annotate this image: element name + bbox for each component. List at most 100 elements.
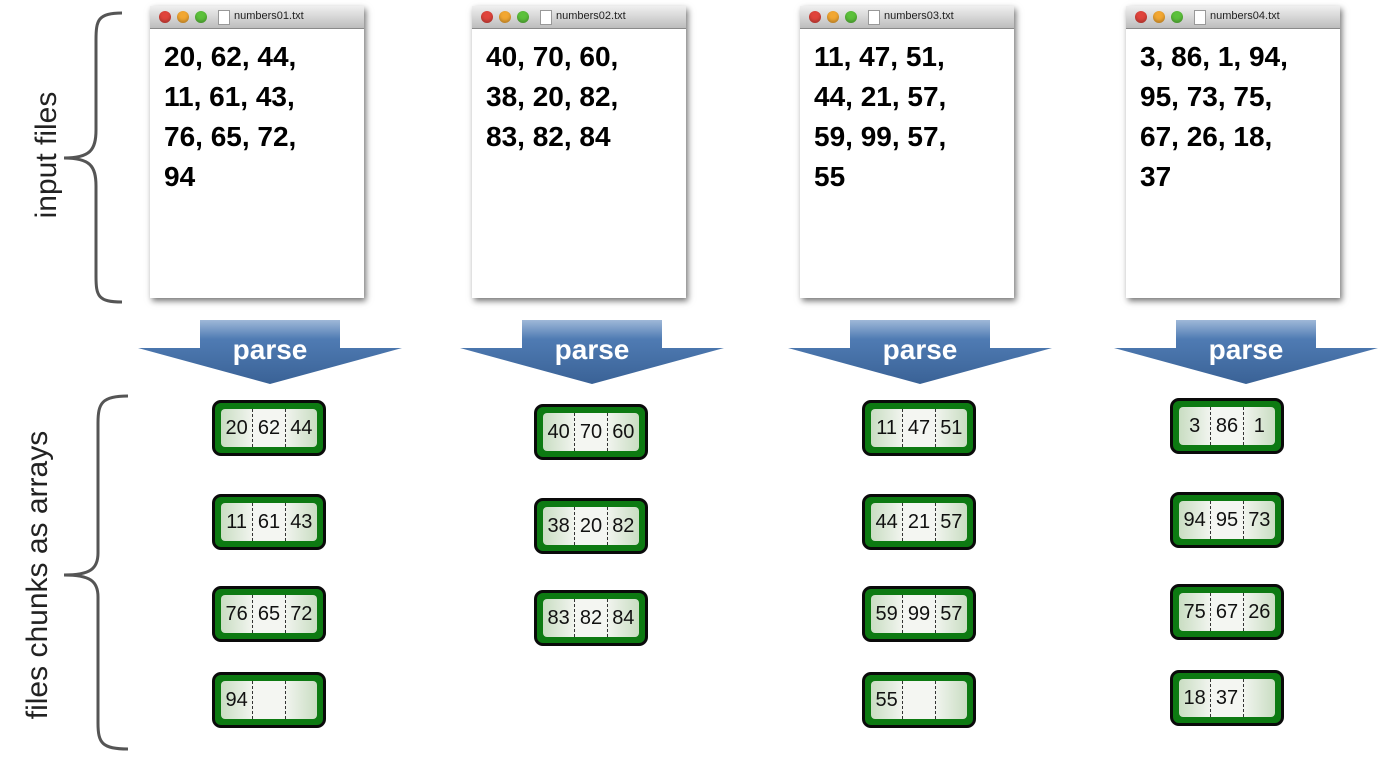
file-content[interactable]: 3, 86, 1, 94, 95, 73, 75, 67, 26, 18, 37 bbox=[1140, 41, 1288, 192]
array-cell: 62 bbox=[252, 409, 284, 447]
array-cell bbox=[902, 681, 934, 719]
array-cell: 11 bbox=[226, 510, 248, 533]
parse-label: parse bbox=[882, 334, 958, 365]
array-cell: 3 bbox=[1189, 414, 1201, 437]
file-name: numbers04.txt bbox=[1210, 10, 1280, 22]
chunks-brace bbox=[63, 394, 129, 751]
array-cell: 20 bbox=[574, 507, 606, 545]
text-file-window[interactable]: numbers02.txt 40, 70, 60, 38, 20, 82, 83… bbox=[472, 6, 686, 298]
minimize-icon[interactable] bbox=[1153, 11, 1165, 23]
text-file-window[interactable]: numbers04.txt 3, 86, 1, 94, 95, 73, 75, … bbox=[1126, 6, 1340, 298]
close-icon[interactable] bbox=[159, 11, 171, 23]
array-cell: 70 bbox=[574, 413, 606, 451]
array-cell: 75 bbox=[1183, 600, 1206, 623]
parse-arrow bbox=[460, 320, 724, 384]
array-cell: 82 bbox=[574, 599, 606, 637]
window-titlebar[interactable]: numbers01.txt bbox=[150, 6, 364, 29]
array-cell: 94 bbox=[1183, 508, 1206, 531]
array-cell: 11 bbox=[876, 416, 898, 439]
document-icon bbox=[218, 10, 230, 25]
input-files-label: input files bbox=[30, 91, 63, 219]
array-cell: 1 bbox=[1242, 407, 1275, 445]
minimize-icon[interactable] bbox=[499, 11, 511, 23]
array-cell: 99 bbox=[902, 595, 934, 633]
file-name: numbers01.txt bbox=[234, 10, 304, 22]
array-cell: 83 bbox=[547, 606, 570, 629]
array-cell: 37 bbox=[1210, 679, 1242, 717]
file-name: numbers03.txt bbox=[884, 10, 954, 22]
array-cell bbox=[1242, 679, 1275, 717]
input-files-brace bbox=[63, 11, 123, 304]
window-titlebar[interactable]: numbers04.txt bbox=[1126, 6, 1340, 29]
parse-label: parse bbox=[554, 334, 630, 365]
array-cell: 67 bbox=[1210, 593, 1242, 631]
array-cell: 59 bbox=[875, 602, 898, 625]
array-cell: 86 bbox=[1210, 407, 1242, 445]
array-cell: 18 bbox=[1183, 686, 1206, 709]
file-column-2: numbers02.txt 40, 70, 60, 38, 20, 82, 83… bbox=[460, 0, 732, 759]
array-cell: 94 bbox=[225, 688, 248, 711]
array-cell: 73 bbox=[1242, 501, 1275, 539]
array-cell: 44 bbox=[284, 409, 317, 447]
file-content[interactable]: 11, 47, 51, 44, 21, 57, 59, 99, 57, 55 bbox=[814, 41, 947, 192]
zoom-icon[interactable] bbox=[1171, 11, 1183, 23]
array-cell bbox=[934, 681, 967, 719]
parse-arrow bbox=[788, 320, 1052, 384]
file-content[interactable]: 40, 70, 60, 38, 20, 82, 83, 82, 84 bbox=[486, 41, 619, 152]
text-file-window[interactable]: numbers01.txt 20, 62, 44, 11, 61, 43, 76… bbox=[150, 6, 364, 298]
file-column-3: numbers03.txt 11, 47, 51, 44, 21, 57, 59… bbox=[788, 0, 1060, 759]
document-icon bbox=[1194, 10, 1206, 25]
file-chunks-label: files chunks as arrays bbox=[21, 430, 54, 720]
document-icon bbox=[868, 10, 880, 25]
parse-arrow bbox=[1114, 320, 1378, 384]
minimize-icon[interactable] bbox=[827, 11, 839, 23]
file-column-4: numbers04.txt 3, 86, 1, 94, 95, 73, 75, … bbox=[1114, 0, 1386, 759]
parse-arrow bbox=[138, 320, 402, 384]
file-content[interactable]: 20, 62, 44, 11, 61, 43, 76, 65, 72, 94 bbox=[164, 41, 297, 192]
array-cell: 57 bbox=[934, 503, 967, 541]
array-cell: 20 bbox=[225, 416, 248, 439]
array-cell: 44 bbox=[875, 510, 898, 533]
array-cell bbox=[284, 681, 317, 719]
array-cell: 38 bbox=[547, 514, 570, 537]
close-icon[interactable] bbox=[1135, 11, 1147, 23]
close-icon[interactable] bbox=[809, 11, 821, 23]
close-icon[interactable] bbox=[481, 11, 493, 23]
array-cell: 95 bbox=[1210, 501, 1242, 539]
array-cell: 51 bbox=[934, 409, 967, 447]
file-column-1: numbers01.txt 20, 62, 44, 11, 61, 43, 76… bbox=[138, 0, 410, 759]
array-cell: 43 bbox=[284, 503, 317, 541]
window-titlebar[interactable]: numbers02.txt bbox=[472, 6, 686, 29]
array-cell: 72 bbox=[284, 595, 317, 633]
array-cell bbox=[252, 681, 284, 719]
zoom-icon[interactable] bbox=[845, 11, 857, 23]
array-cell: 21 bbox=[902, 503, 934, 541]
array-chunk: 55 bbox=[862, 672, 976, 728]
array-cell: 47 bbox=[902, 409, 934, 447]
array-cell: 61 bbox=[252, 503, 284, 541]
array-cell: 40 bbox=[547, 420, 570, 443]
zoom-icon[interactable] bbox=[517, 11, 529, 23]
array-cell: 55 bbox=[875, 688, 898, 711]
parse-label: parse bbox=[1208, 334, 1284, 365]
text-file-window[interactable]: numbers03.txt 11, 47, 51, 44, 21, 57, 59… bbox=[800, 6, 1014, 298]
parse-label: parse bbox=[232, 334, 308, 365]
array-cell: 82 bbox=[606, 507, 639, 545]
array-cell: 65 bbox=[252, 595, 284, 633]
minimize-icon[interactable] bbox=[177, 11, 189, 23]
zoom-icon[interactable] bbox=[195, 11, 207, 23]
document-icon bbox=[540, 10, 552, 25]
window-titlebar[interactable]: numbers03.txt bbox=[800, 6, 1014, 29]
